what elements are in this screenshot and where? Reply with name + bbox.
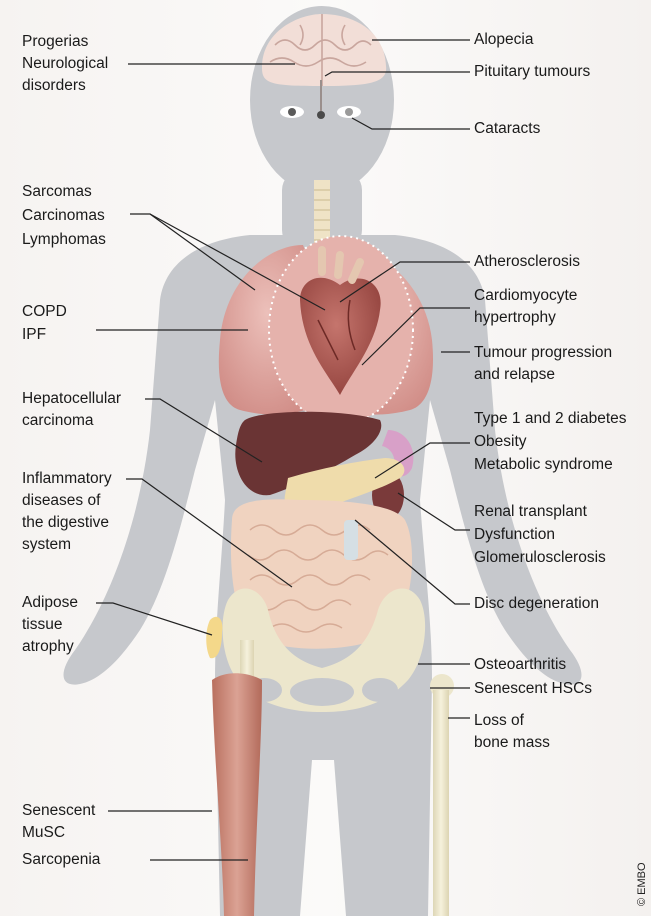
label-obesity: Obesity	[474, 431, 527, 453]
label-hscs-text: Senescent HSCs	[474, 678, 592, 700]
label-hepatocellular-line2: carcinoma	[22, 410, 121, 432]
label-atherosclerosis: Atherosclerosis	[474, 251, 580, 273]
label-inflammatory-line4: system	[22, 534, 112, 556]
label-cardiomyocyte-line1: Cardiomyocyte	[474, 285, 577, 307]
label-inflammatory-line3: the digestive	[22, 512, 112, 534]
label-neurological-line1: Neurological	[22, 53, 108, 75]
label-tumour-line1: Tumour progression	[474, 342, 612, 364]
spine-disc	[344, 520, 358, 560]
label-progerias: Progerias	[22, 31, 88, 53]
label-lymphomas: Lymphomas	[22, 229, 106, 251]
label-carcinomas: Carcinomas	[22, 205, 105, 227]
label-copd: COPD	[22, 301, 67, 323]
label-neurological-line2: disorders	[22, 75, 108, 97]
label-inflammatory-line2: diseases of	[22, 490, 112, 512]
label-disc-text: Disc degeneration	[474, 593, 599, 615]
label-carcinomas-text: Carcinomas	[22, 205, 105, 227]
label-osteoarthritis-text: Osteoarthritis	[474, 654, 566, 676]
label-dysfunction-text: Dysfunction	[474, 524, 555, 546]
label-alopecia: Alopecia	[474, 29, 533, 51]
label-adipose-line1: Adipose	[22, 592, 78, 614]
label-alopecia-text: Alopecia	[474, 29, 533, 51]
label-sarcomas-text: Sarcomas	[22, 181, 92, 203]
label-dysfunction: Dysfunction	[474, 524, 555, 546]
label-bone-line2: bone mass	[474, 732, 550, 754]
label-adipose-line2: tissue	[22, 614, 78, 636]
label-metabolic-text: Metabolic syndrome	[474, 454, 613, 476]
label-senescent-musc-line2: MuSC	[22, 822, 95, 844]
label-sarcopenia: Sarcopenia	[22, 849, 100, 871]
femur-right	[430, 674, 454, 916]
label-lymphomas-text: Lymphomas	[22, 229, 106, 251]
label-pituitary: Pituitary tumours	[474, 61, 590, 83]
label-adipose-line3: atrophy	[22, 636, 78, 658]
label-inflammatory-line1: Inflammatory	[22, 468, 112, 490]
label-sarcopenia-text: Sarcopenia	[22, 849, 100, 871]
label-atherosclerosis-text: Atherosclerosis	[474, 251, 580, 273]
label-hepatocellular-line1: Hepatocellular	[22, 388, 121, 410]
label-copd-text: COPD	[22, 301, 67, 323]
label-ipf: IPF	[22, 324, 46, 346]
label-diabetes: Type 1 and 2 diabetes	[474, 408, 627, 430]
label-sarcomas: Sarcomas	[22, 181, 92, 203]
label-pituitary-text: Pituitary tumours	[474, 61, 590, 83]
label-tumour-line2: and relapse	[474, 364, 612, 386]
label-metabolic: Metabolic syndrome	[474, 454, 613, 476]
label-senescent-musc-line1: Senescent	[22, 800, 95, 822]
label-cardiomyocyte-line2: hypertrophy	[474, 307, 577, 329]
label-glomerulo-text: Glomerulosclerosis	[474, 547, 606, 569]
label-cataracts: Cataracts	[474, 118, 540, 140]
label-ipf-text: IPF	[22, 324, 46, 346]
label-glomerulo: Glomerulosclerosis	[474, 547, 606, 569]
label-hscs: Senescent HSCs	[474, 678, 592, 700]
label-bone-line1: Loss of	[474, 710, 550, 732]
label-progerias-text: Progerias	[22, 31, 88, 53]
label-cataracts-text: Cataracts	[474, 118, 540, 140]
copyright-credit: © EMBO	[636, 862, 648, 906]
label-disc: Disc degeneration	[474, 593, 599, 615]
label-renal-text: Renal transplant	[474, 501, 587, 523]
label-osteoarthritis: Osteoarthritis	[474, 654, 566, 676]
label-renal: Renal transplant	[474, 501, 587, 523]
label-diabetes-text: Type 1 and 2 diabetes	[474, 408, 627, 430]
label-obesity-text: Obesity	[474, 431, 527, 453]
